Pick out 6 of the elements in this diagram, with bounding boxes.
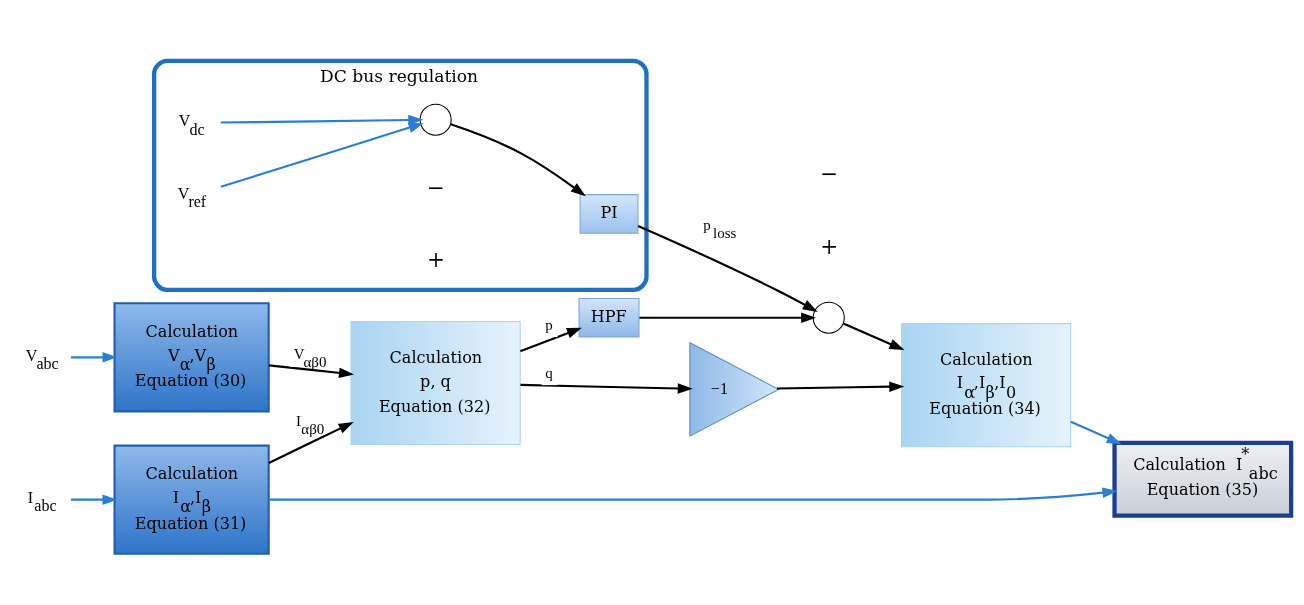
label: − (427, 174, 446, 200)
edge-label: p (545, 316, 553, 333)
label: + (820, 233, 839, 258)
label: + (427, 246, 446, 272)
label: − (820, 160, 839, 186)
edge-label: q (545, 364, 553, 381)
